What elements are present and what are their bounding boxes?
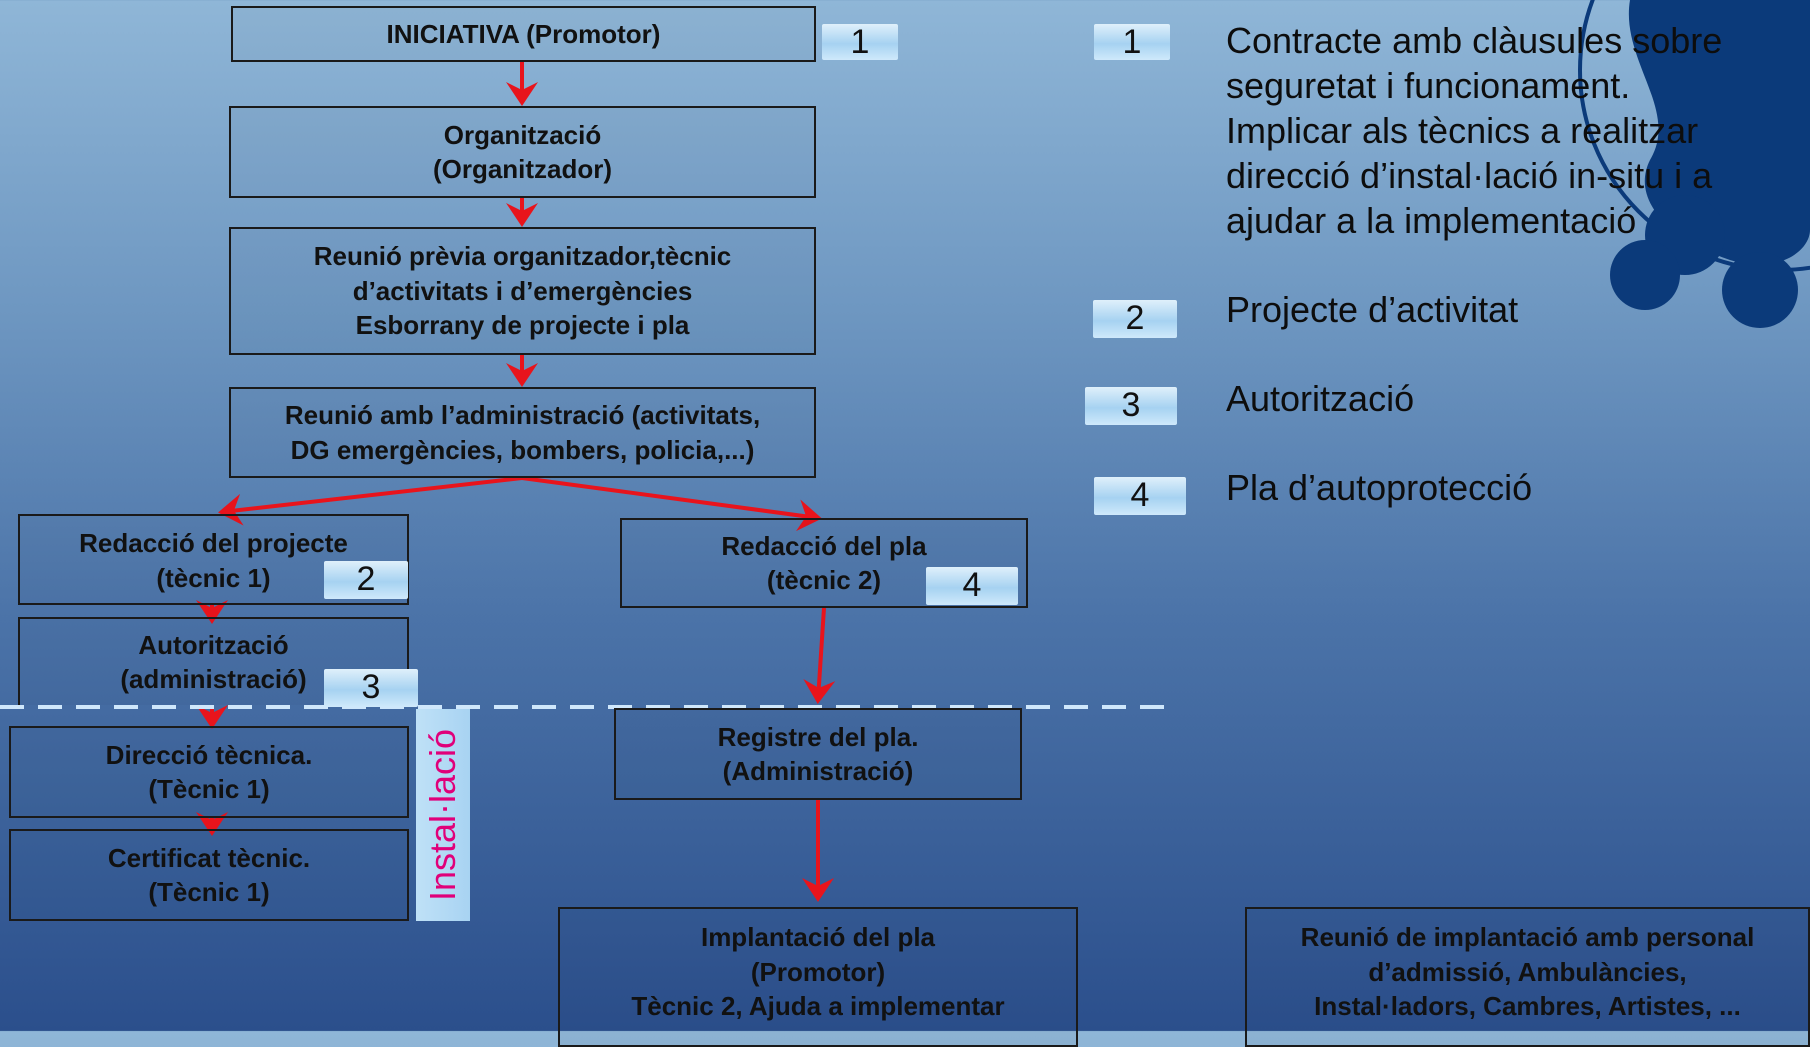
box-redaccio-projecte-line-2: (tècnic 1) [156,562,271,593]
legend-text-1-line-1: Contracte amb clàusules sobre [1226,20,1723,61]
box-registre-pla-line-1: Registre del pla. [717,721,919,752]
legend-text-1-line-3: Implicar als tècnics a realitzar [1226,110,1699,151]
box-certificat-tecnic-line-2: (Tècnic 1) [148,877,270,907]
box-iniciativa-line-1: INICIATIVA (Promotor) [386,18,661,49]
box-redaccio-projecte: Redacció del projecte (tècnic 1) [18,514,409,605]
box-organitzacio-line-1: Organització [443,119,602,150]
box-redaccio-pla: Redacció del pla (tècnic 2) [620,518,1028,608]
box-autoritzacio: Autorització (administració) [18,617,409,705]
legend-text-4-line-1: Pla d’autoprotecció [1226,467,1533,508]
box-registre-pla: Registre del pla. (Administració) [614,708,1022,800]
box-autoritzacio-line-2: (administració) [120,664,307,694]
arrow-pla-registre [803,607,836,704]
box-certificat-tecnic-line-1: Certificat tècnic. [107,842,311,873]
box-reunio-previa-line-3: Esborrany de projecte i pla [355,310,690,341]
tag-pla: 4 [926,567,1018,605]
box-registre-pla-line-2: (Administració) [722,756,914,786]
legend-text-2-line-1: Projecte d’activitat [1226,289,1519,330]
tag-projecte: 2 [324,561,408,599]
box-autoritzacio-line-1: Autorització [138,629,289,660]
legend-text-4: Pla d’autoprotecció [1226,465,1532,510]
tag-iniciativa: 1 [822,24,898,60]
legend-tag-3: 3 [1085,387,1177,425]
box-direccio-tecnica-line-1: Direcció tècnica. [105,739,313,770]
box-direccio-tecnica-line-2: (Tècnic 1) [148,774,270,804]
box-redaccio-projecte-line-1: Redacció del projecte [79,528,348,558]
box-redaccio-pla-line-2: (tècnic 2) [766,565,882,595]
box-organitzacio: Organització (Organitzador) [229,106,816,198]
box-reunio-implantacio-line-1: Reunió de implantació amb personal [1300,922,1755,952]
legend-text-1-line-5: ajudar a la implementació [1226,200,1637,241]
box-reunio-previa-line-1: Reunió prèvia organitzador,tècnic [313,241,732,272]
box-reunio-previa-line-2: d’activitats i d’emergències [352,275,693,306]
legend-text-2: Projecte d’activitat [1226,287,1518,332]
box-implantacio-pla-line-1: Implantació del pla [700,922,936,952]
blue-circle-logo-icon [1578,0,1810,328]
box-iniciativa: INICIATIVA (Promotor) [231,6,816,62]
box-reunio-implantacio-line-2: d’admissió, Ambulàncies, [1368,956,1687,987]
tag-autoritzacio: 3 [324,669,418,707]
legend-text-1-line-4: direcció d’instal·lació in-situ i a [1226,155,1713,196]
legend-tag-1: 1 [1094,24,1170,60]
installation-label-text: Instal·lació [422,728,463,902]
legend-text-1: Contracte amb clàusules sobre seguretat … [1226,18,1722,243]
legend-tag-2: 2 [1093,300,1177,338]
box-reunio-implantacio: Reunió de implantació amb personal d’adm… [1245,907,1810,1047]
box-implantacio-pla-line-3: Tècnic 2, Ajuda a implementar [631,991,1005,1021]
legend-text-1-line-2: seguretat i funcionament. [1226,65,1631,106]
legend-text-3: Autorització [1226,376,1414,421]
box-certificat-tecnic: Certificat tècnic. (Tècnic 1) [9,829,409,921]
box-reunio-admin: Reunió amb l’administració (activitats, … [229,387,816,478]
box-implantacio-pla-line-2: (Promotor) [750,956,886,987]
box-direccio-tecnica: Direcció tècnica. (Tècnic 1) [9,726,409,818]
box-reunio-admin-line-2: DG emergències, bombers, policia,...) [290,434,755,465]
box-redaccio-pla-line-1: Redacció del pla [721,530,927,561]
arrow-reunio-admin-redaccio-projecte [218,476,523,526]
installation-label: Instal·lació [416,709,470,921]
box-implantacio-pla: Implantació del pla (Promotor) Tècnic 2,… [558,907,1078,1047]
box-organitzacio-line-2: (Organitzador) [432,154,613,184]
box-reunio-previa: Reunió prèvia organitzador,tècnic d’acti… [229,227,816,355]
legend-text-3-line-1: Autorització [1226,378,1415,419]
arrow-reunio-admin-redaccio-pla [521,476,822,532]
legend-tag-4: 4 [1094,477,1186,515]
box-reunio-implantacio-line-3: Instal·ladors, Cambres, Artistes, ... [1314,991,1741,1021]
box-reunio-admin-line-1: Reunió amb l’administració (activitats, [284,400,761,430]
